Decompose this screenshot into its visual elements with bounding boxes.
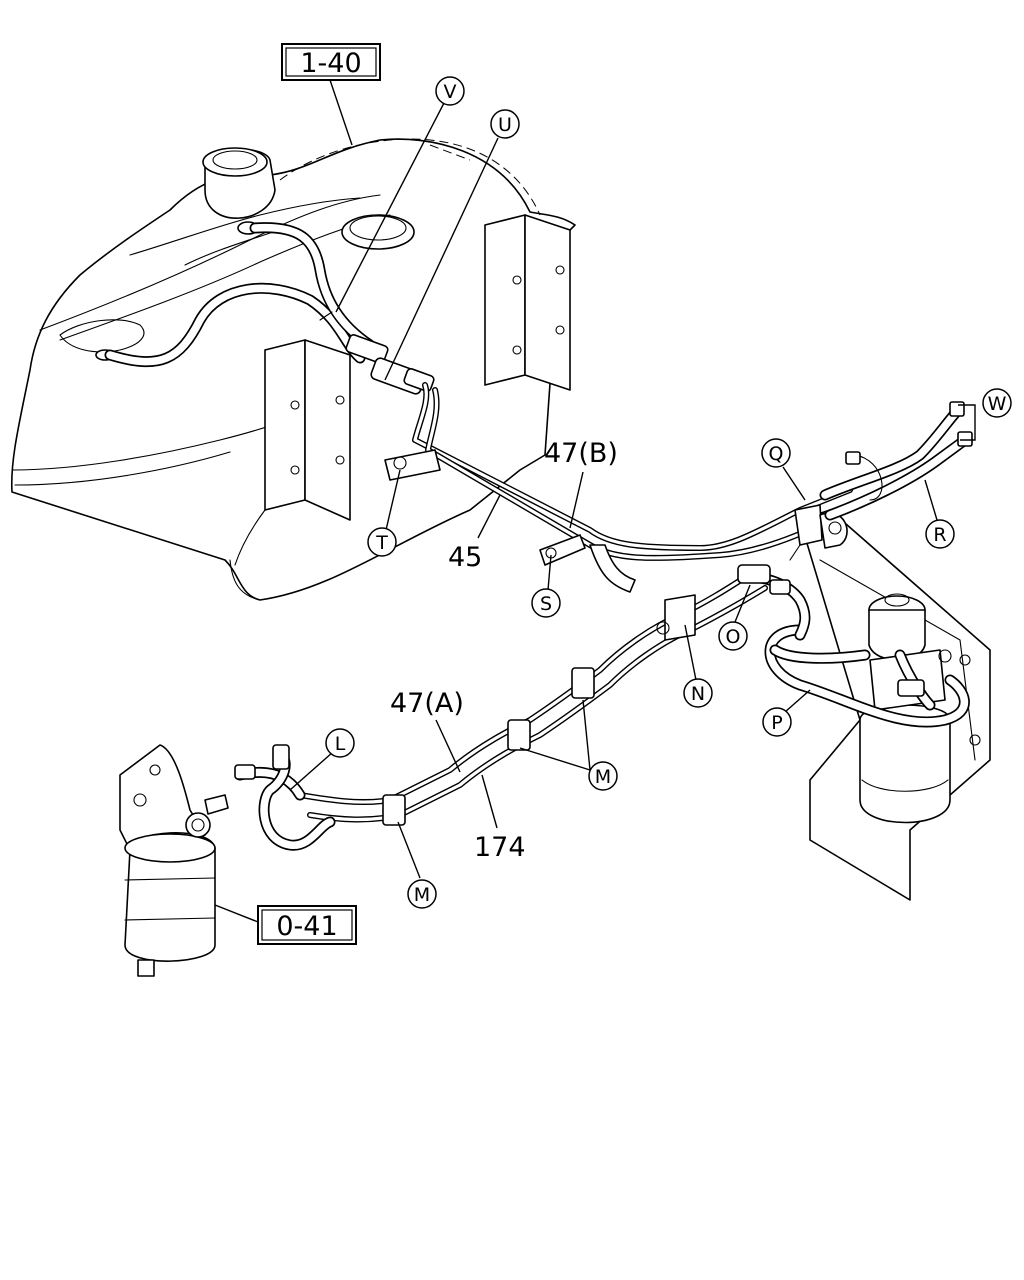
callout-leaders	[289, 102, 976, 879]
callout-u-label: U	[498, 114, 512, 136]
callout-q[interactable]: Q	[761, 438, 791, 468]
part-number-174: 174	[474, 832, 526, 863]
callout-s[interactable]: S	[531, 588, 561, 618]
callout-l-label: L	[335, 733, 346, 755]
part-number-45: 45	[448, 542, 482, 573]
fuel-filter-left	[119, 744, 336, 977]
callout-n[interactable]: N	[683, 678, 713, 708]
callout-p[interactable]: P	[762, 707, 792, 737]
leader-47b	[569, 471, 584, 529]
callout-u[interactable]: U	[490, 109, 520, 139]
callout-v[interactable]: V	[435, 76, 465, 106]
ref-box-fuel-filter[interactable]: 0-41	[257, 905, 357, 945]
ref-label-fuel-tank: 1-40	[300, 48, 361, 79]
engine-filter-assembly	[737, 401, 991, 901]
ref-box-fuel-tank[interactable]: 1-40	[281, 43, 381, 81]
callout-o-label: O	[726, 626, 741, 648]
leader-45	[477, 494, 501, 539]
callout-s-label: S	[540, 593, 552, 615]
callout-t[interactable]: T	[367, 527, 397, 557]
fuel-pipes-lower	[297, 565, 768, 826]
leader-0-41	[214, 904, 259, 923]
callout-m-center[interactable]: M	[588, 761, 618, 791]
callout-w[interactable]: W	[982, 388, 1012, 418]
callout-m-lower[interactable]: M	[407, 879, 437, 909]
callout-m-lower-label: M	[414, 884, 430, 906]
callout-q-label: Q	[769, 443, 784, 465]
callout-r[interactable]: R	[925, 519, 955, 549]
leader-1-40	[329, 79, 353, 146]
callout-o[interactable]: O	[718, 621, 748, 651]
callout-t-label: T	[375, 532, 388, 554]
ref-label-fuel-filter: 0-41	[276, 911, 337, 942]
part-number-47a: 47(A)	[390, 688, 464, 719]
fuel-pipes-upper	[384, 382, 853, 593]
callout-p-label: P	[771, 712, 782, 734]
callout-m-center-label: M	[595, 766, 611, 788]
callout-n-label: N	[691, 683, 705, 705]
part-number-47b: 47(B)	[544, 438, 618, 469]
leader-174	[481, 774, 498, 829]
callout-v-label: V	[444, 81, 457, 103]
callout-w-label: W	[988, 393, 1007, 415]
callout-r-label: R	[933, 524, 946, 546]
tank-return-hoses	[104, 222, 435, 395]
leader-47a	[435, 719, 461, 773]
fuel-tank	[10, 138, 576, 601]
callout-l[interactable]: L	[325, 728, 355, 758]
